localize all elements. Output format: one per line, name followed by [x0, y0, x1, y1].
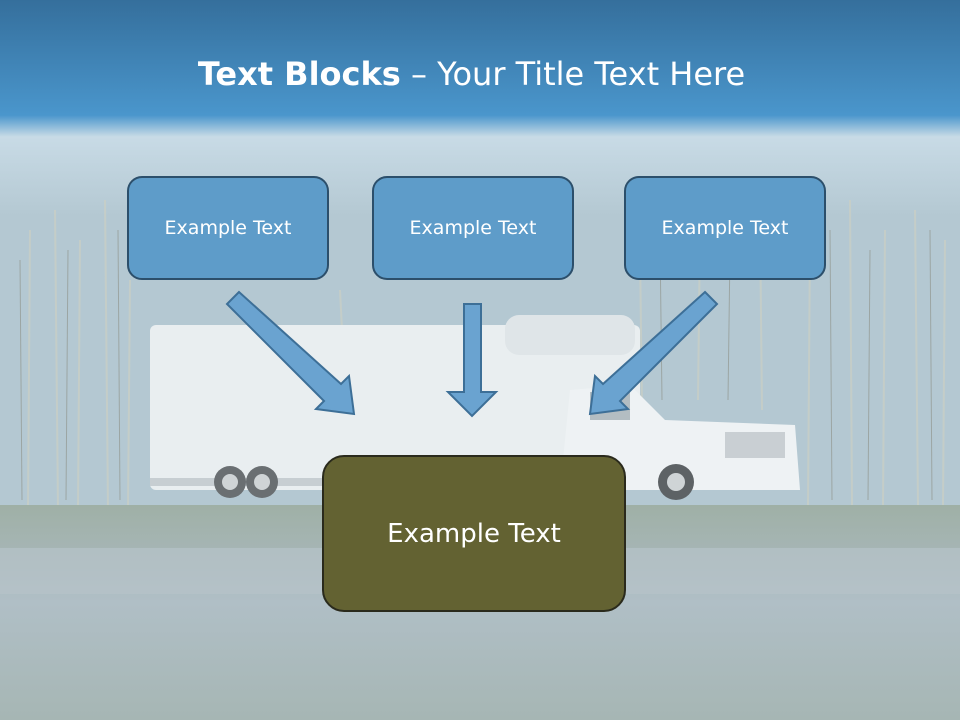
title-regular: Your Title Text Here	[437, 55, 746, 93]
text-block-2-label: Example Text	[409, 217, 537, 239]
slide-title: Text Blocks – Your Title Text Here	[0, 48, 943, 100]
center-arrow	[445, 303, 499, 418]
text-block-1-label: Example Text	[164, 217, 292, 239]
text-block-3-label: Example Text	[661, 217, 789, 239]
text-block-2[interactable]: Example Text	[372, 176, 574, 280]
main-text-block[interactable]: Example Text	[322, 455, 626, 612]
title-bold: Text Blocks	[197, 55, 401, 93]
text-block-1[interactable]: Example Text	[127, 176, 329, 280]
text-block-3[interactable]: Example Text	[624, 176, 826, 280]
main-text-block-label: Example Text	[387, 518, 561, 549]
left-arrow	[225, 290, 356, 416]
title-separator: –	[400, 55, 438, 93]
right-arrow	[588, 290, 719, 416]
